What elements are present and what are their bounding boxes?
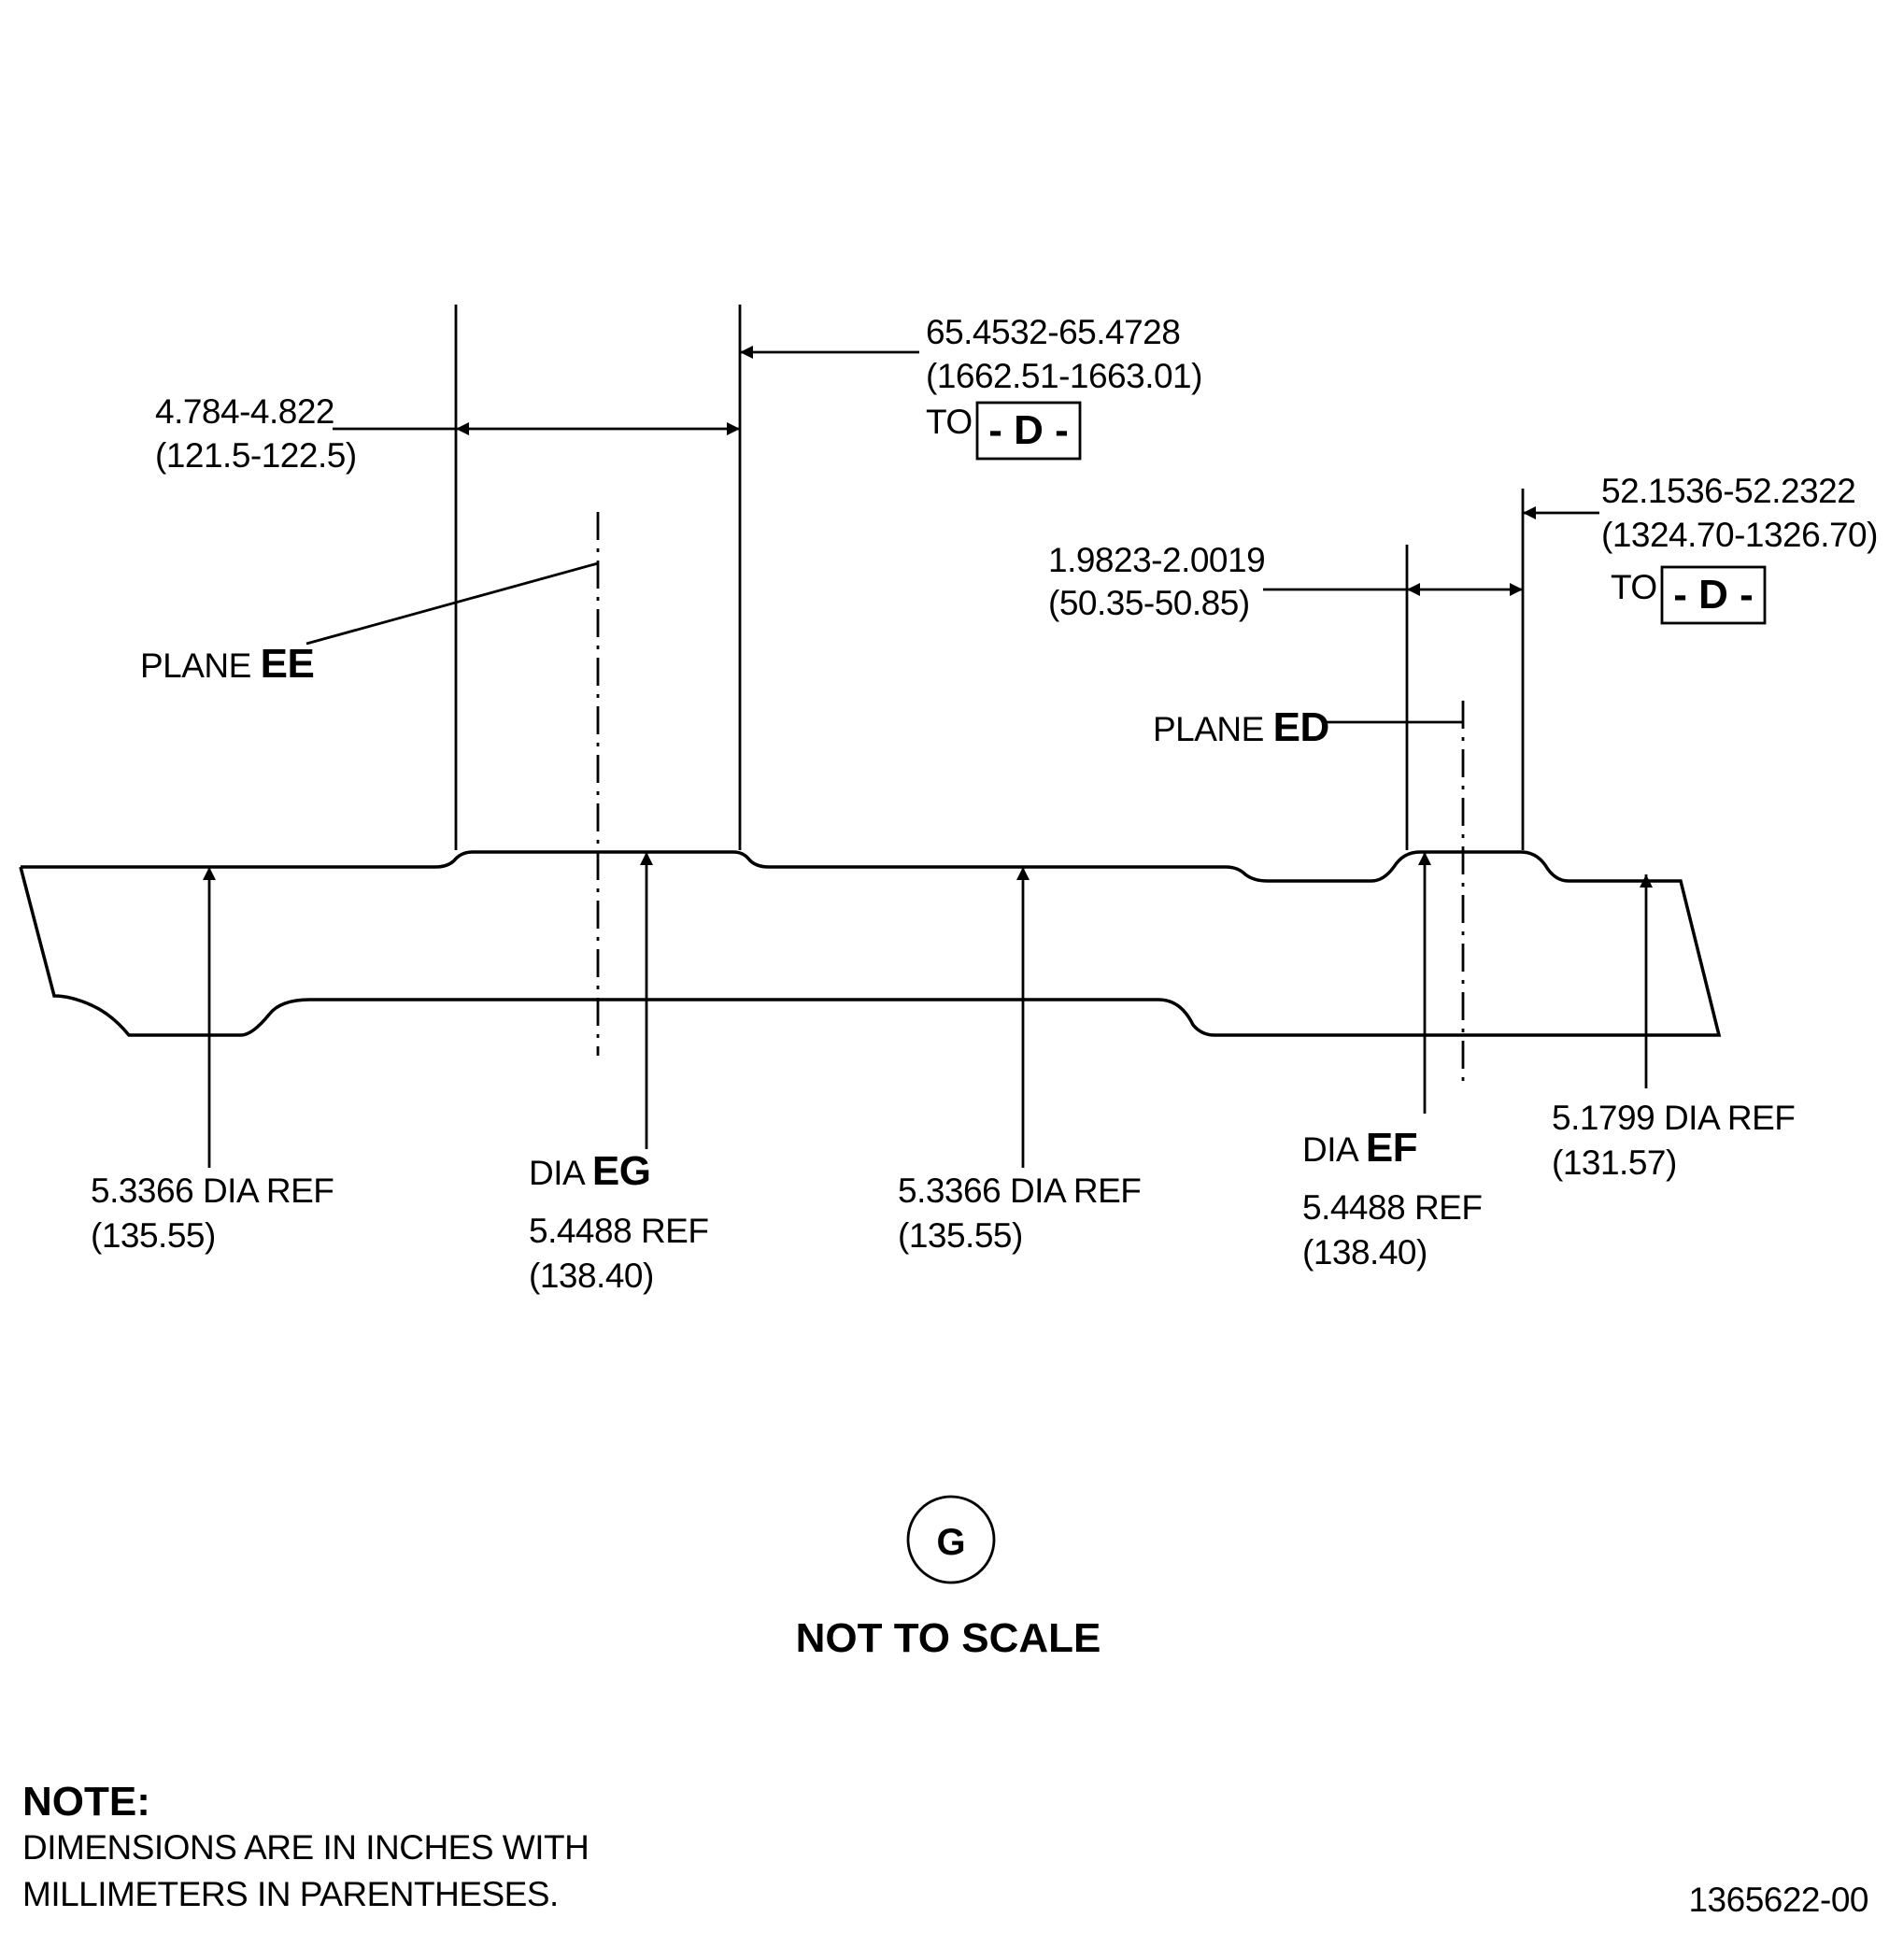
right-ref-dia-line1: 5.1799 DIA REF: [1552, 1099, 1795, 1137]
dia-ef-line2: (138.40): [1302, 1233, 1427, 1271]
datum-d-label-1: - D -: [988, 407, 1069, 453]
right-ref-dia-line2: (131.57): [1552, 1143, 1677, 1182]
dia-eg-line2: (138.40): [529, 1257, 654, 1295]
overall-d-ed-to: TO: [1611, 568, 1657, 606]
plane-ee-leader: [305, 561, 599, 646]
plane-ee-label: PLANE EE: [140, 641, 314, 687]
datum-d-frame-2: [1660, 565, 1767, 625]
overall-d-ed-mm: (1324.70-1326.70): [1601, 516, 1878, 554]
shaft-outline: [19, 850, 1722, 1037]
view-identifier-circle: [906, 1495, 996, 1584]
view-identifier-letter: G: [936, 1522, 965, 1563]
drawing-number: 1365622-00: [1688, 1881, 1868, 1919]
dia-ef-line1: 5.4488 REF: [1302, 1188, 1482, 1227]
dia-eg-line1: 5.4488 REF: [529, 1212, 708, 1250]
overall-d-ee-inch: 65.4532-65.4728: [926, 313, 1180, 351]
view-caption: NOT TO SCALE: [796, 1615, 1101, 1661]
note-line-1: DIMENSIONS ARE IN INCHES WITH: [22, 1828, 589, 1867]
left-ref-dia-line2: (135.55): [91, 1216, 216, 1255]
overall-d-ee-to: TO: [926, 403, 973, 441]
length-ef-mm: (50.35-50.85): [1048, 584, 1250, 622]
datum-d-frame-1: [975, 401, 1082, 461]
note-line-2: MILLIMETERS IN PARENTHESES.: [22, 1875, 559, 1913]
length-eg-mm: (121.5-122.5): [155, 436, 357, 475]
overall-d-ee-mm: (1662.51-1663.01): [926, 357, 1202, 395]
mid-ref-dia-line2: (135.55): [898, 1216, 1023, 1255]
note-heading: NOTE:: [22, 1779, 150, 1825]
plane-ed-label: PLANE ED: [1153, 704, 1329, 750]
dia-eg-label: DIA EG: [529, 1148, 651, 1194]
length-ef-inch: 1.9823-2.0019: [1048, 541, 1265, 579]
length-eg-inch: 4.784-4.822: [155, 392, 334, 431]
datum-d-label-2: - D -: [1673, 572, 1754, 618]
dia-ef-label: DIA EF: [1302, 1125, 1417, 1171]
left-ref-dia-line1: 5.3366 DIA REF: [91, 1172, 334, 1210]
mid-ref-dia-line1: 5.3366 DIA REF: [898, 1172, 1141, 1210]
overall-d-ed-inch: 52.1536-52.2322: [1601, 472, 1855, 510]
